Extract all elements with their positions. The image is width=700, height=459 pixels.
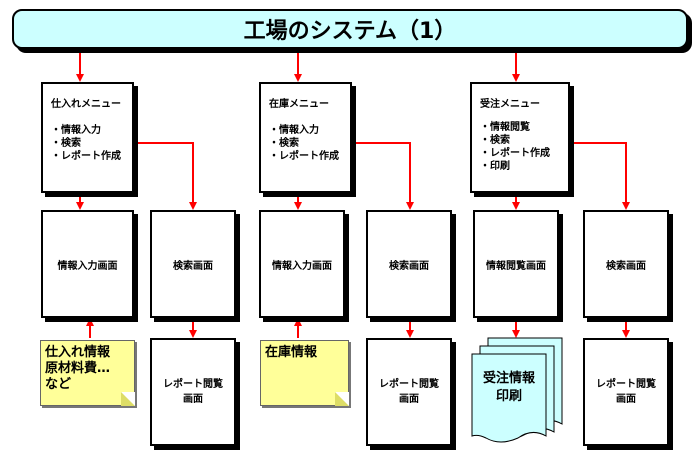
print-doc-line: 受注情報: [482, 371, 535, 386]
purchase-input-screen: 情報入力画面: [41, 210, 134, 318]
screen-label: 情報入力画面: [272, 260, 332, 272]
print-doc-label: 受注情報 印刷: [472, 370, 546, 406]
arrow-order-menu-to-search: [570, 142, 630, 210]
stock-menu-item: ・情報入力: [269, 125, 319, 136]
stock-report-screen: レポート閲覧 画面: [366, 338, 452, 446]
screen-label: 情報閲覧画面: [486, 260, 546, 272]
stock-menu-item: ・レポート作成: [269, 151, 339, 162]
stock-menu-box: 在庫メニュー ・情報入力 ・検索 ・レポート作成: [259, 82, 352, 193]
report-label-line: レポート閲覧: [163, 379, 223, 390]
printed-documents-icon: [471, 337, 563, 443]
stock-info-note: 在庫情報: [260, 340, 349, 406]
screen-label: 検索画面: [173, 260, 213, 272]
report-label-line: 画面: [183, 394, 203, 405]
order-report-screen: レポート閲覧 画面: [583, 338, 669, 446]
print-doc-line: 印刷: [495, 389, 522, 404]
purchase-menu-title: 仕入れメニュー: [51, 99, 121, 110]
purchase-menu-item: ・検索: [51, 138, 81, 149]
purchase-menu-item: ・情報入力: [51, 125, 101, 136]
report-label-line: 画面: [616, 394, 636, 405]
purchase-menu-box: 仕入れメニュー ・情報入力 ・検索 ・レポート作成: [41, 82, 134, 193]
note-line: 原材料費…: [45, 361, 111, 376]
order-search-screen: 検索画面: [583, 210, 669, 318]
note-line: 在庫情報: [265, 345, 318, 360]
order-menu-item: ・検索: [480, 135, 510, 146]
order-view-screen: 情報閲覧画面: [473, 210, 559, 318]
screen-label: 検索画面: [606, 260, 646, 272]
purchase-report-screen: レポート閲覧 画面: [150, 338, 236, 446]
order-menu-item: ・レポート作成: [480, 148, 550, 159]
arrow-stock-menu-to-search: [352, 142, 414, 210]
arrow-purchase-menu-to-search: [134, 142, 197, 210]
note-line: など: [45, 377, 72, 392]
order-menu-item: ・印刷: [480, 161, 510, 172]
purchase-menu-item: ・レポート作成: [51, 151, 121, 162]
screen-label: 情報入力画面: [57, 260, 118, 272]
screen-label: 検索画面: [389, 260, 429, 272]
purchase-search-screen: 検索画面: [150, 210, 236, 318]
note-line: 仕入れ情報: [45, 345, 111, 360]
order-menu-item: ・情報閲覧: [480, 122, 530, 133]
system-title: 工場のシステム（1）: [12, 9, 688, 49]
order-menu-box: 受注メニュー ・情報閲覧 ・検索 ・レポート作成 ・印刷: [470, 82, 570, 193]
report-label-line: レポート閲覧: [379, 379, 439, 390]
stock-menu-title: 在庫メニュー: [269, 99, 329, 110]
stock-menu-item: ・検索: [269, 138, 299, 149]
purchase-info-note: 仕入れ情報 原材料費… など: [40, 340, 135, 406]
report-label-line: レポート閲覧: [596, 379, 656, 390]
stock-search-screen: 検索画面: [366, 210, 452, 318]
report-label-line: 画面: [399, 394, 419, 405]
order-menu-title: 受注メニュー: [480, 99, 540, 110]
stock-input-screen: 情報入力画面: [259, 210, 345, 318]
